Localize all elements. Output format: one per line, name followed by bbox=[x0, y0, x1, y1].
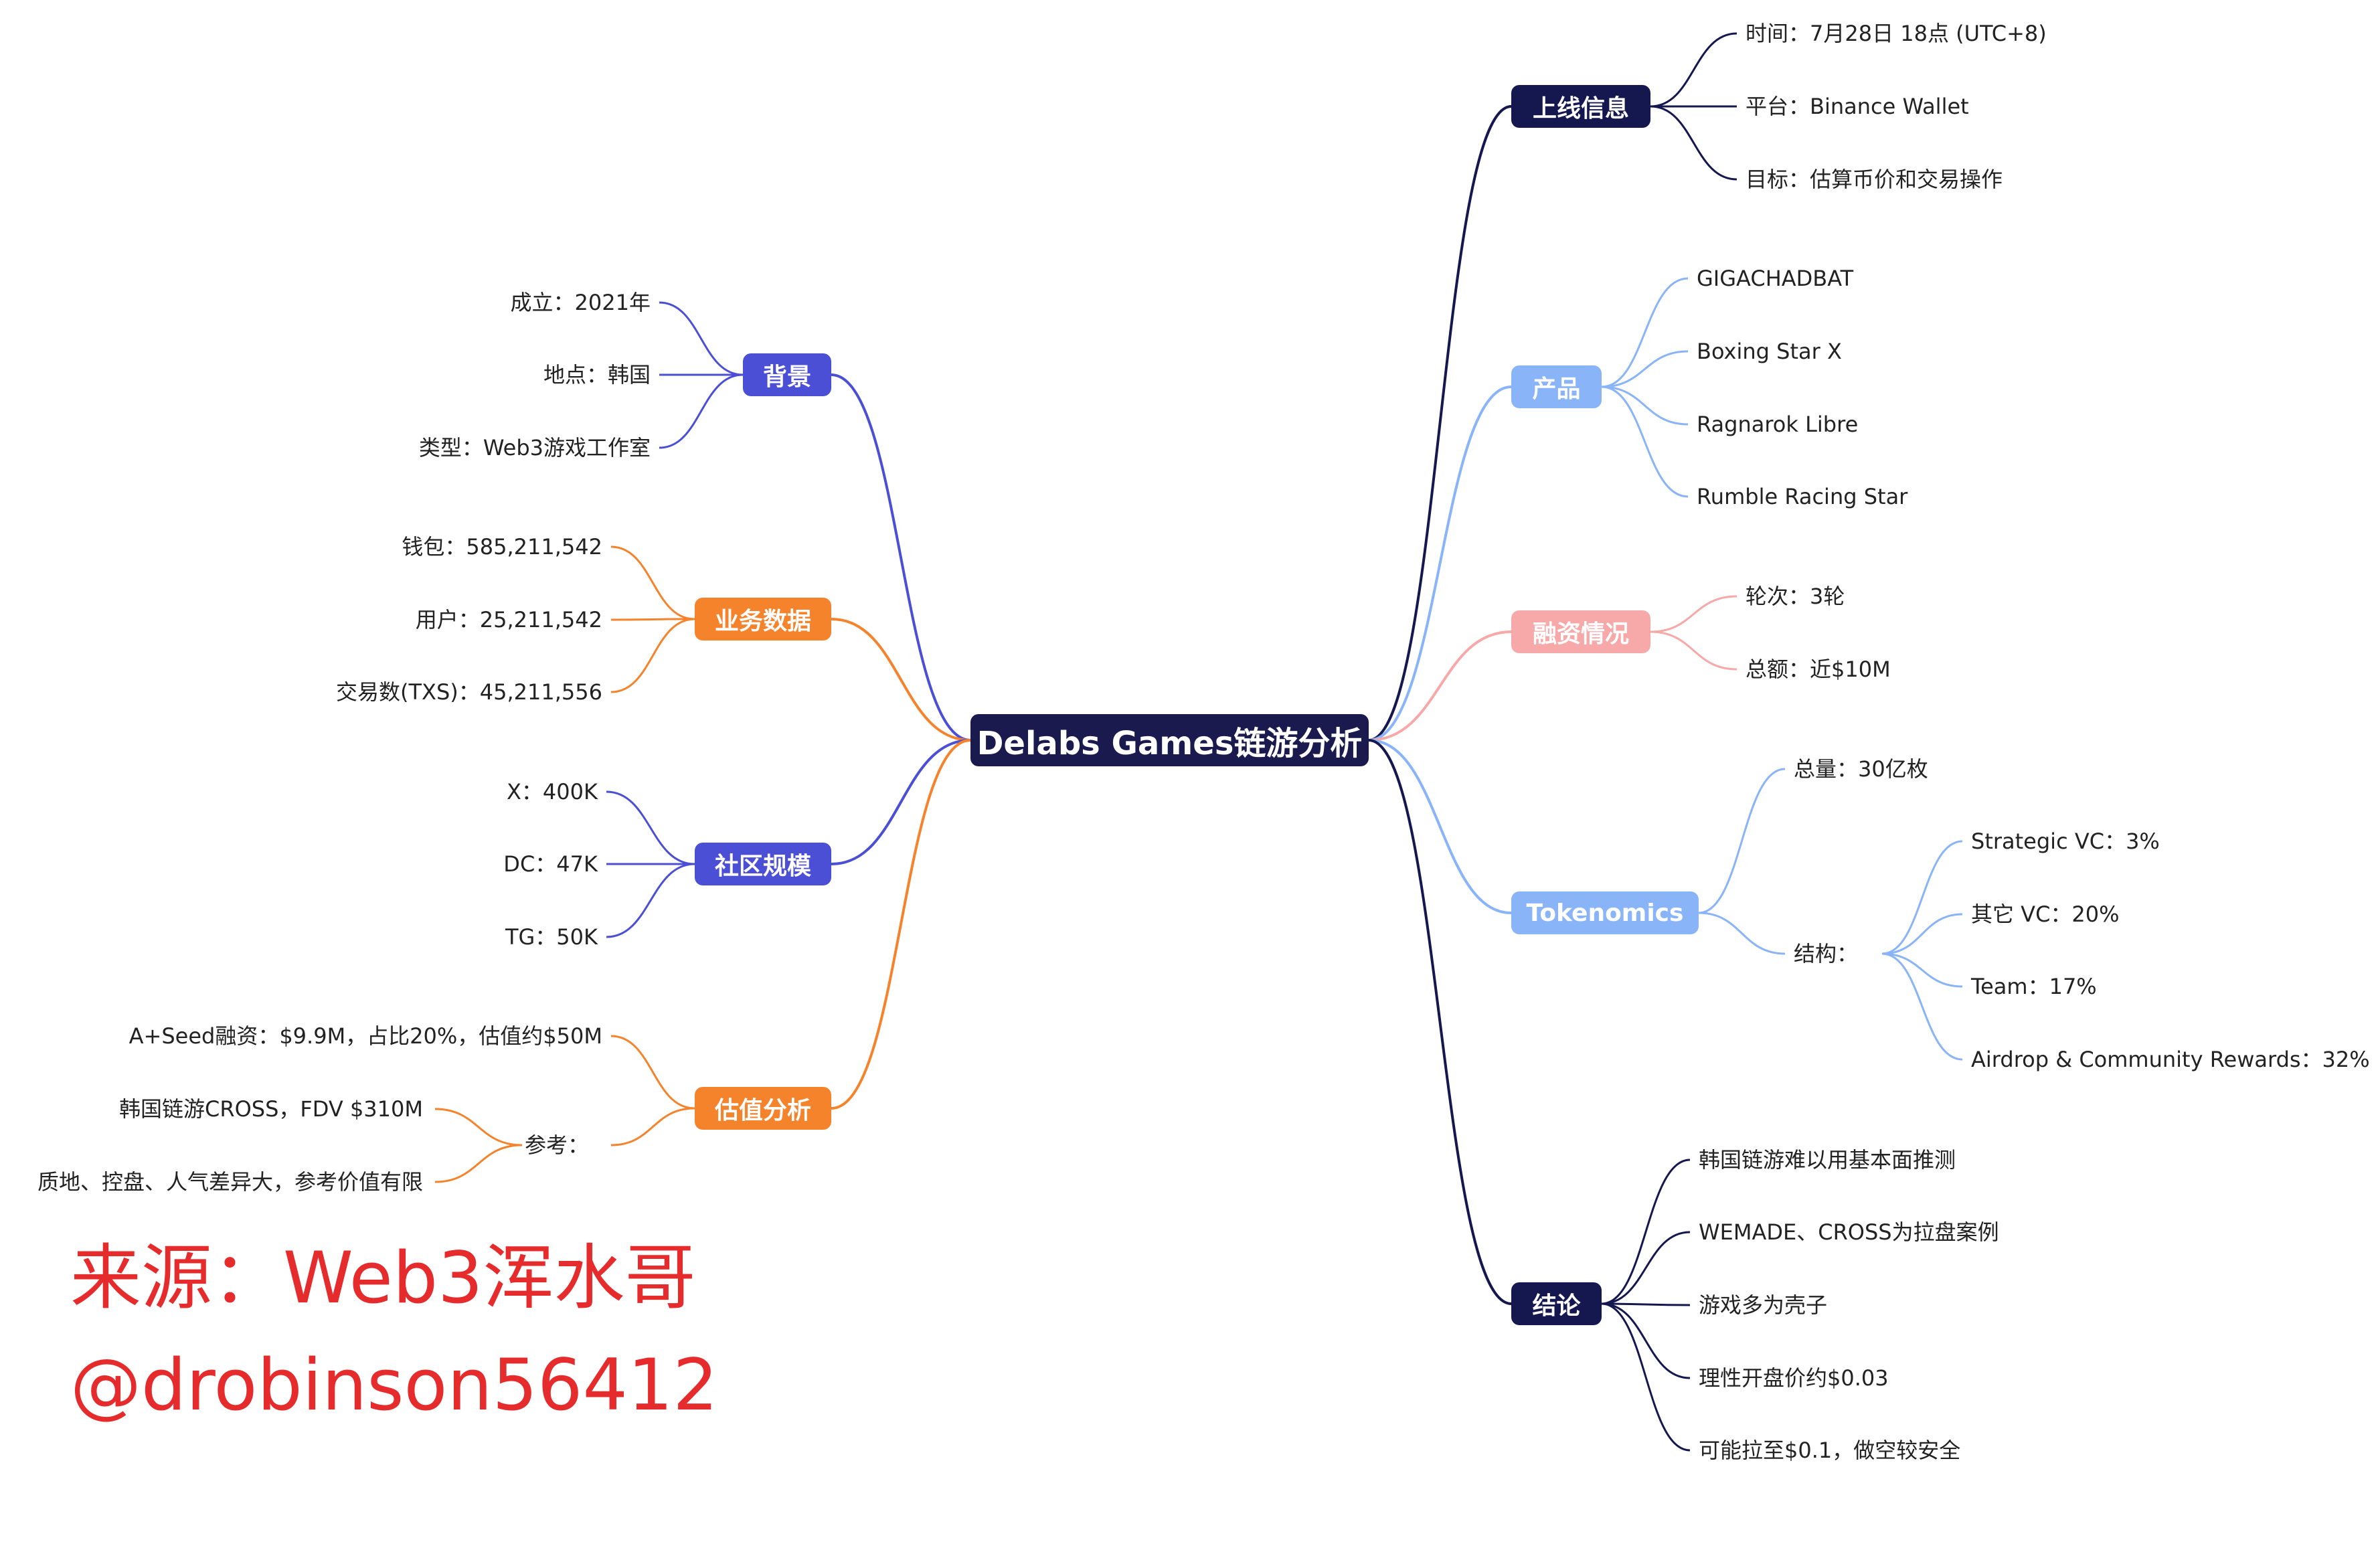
watermark-handle: @drobinson56412 bbox=[70, 1344, 718, 1426]
connector-products-1 bbox=[1601, 350, 1689, 388]
branch-community[interactable]: 社区规模 bbox=[695, 843, 831, 885]
leaf-product-rumble: Rumble Racing Star bbox=[1697, 484, 1908, 509]
connector-valuation-1 bbox=[610, 1107, 695, 1146]
connector-background-0 bbox=[659, 301, 744, 376]
connector-products-2 bbox=[1601, 386, 1689, 426]
connector-funding-0 bbox=[1650, 595, 1737, 633]
connector-background-2 bbox=[659, 373, 744, 449]
connector-products-0 bbox=[1601, 277, 1689, 388]
connector-root-community bbox=[831, 739, 971, 865]
branch-funding[interactable]: 融资情况 bbox=[1511, 610, 1650, 653]
root-node[interactable]: Delabs Games链游分析 bbox=[970, 714, 1369, 766]
leaf-background-founded: 成立：2021年 bbox=[510, 290, 651, 315]
connector-launch-0 bbox=[1650, 32, 1737, 108]
leaf-launch-goal: 目标：估算币价和交易操作 bbox=[1746, 167, 2003, 192]
connector-business-1 bbox=[610, 618, 695, 621]
connector-reference-1 bbox=[434, 1144, 523, 1183]
branch-valuation[interactable]: 估值分析 bbox=[695, 1087, 831, 1130]
connector-products-3 bbox=[1601, 386, 1689, 498]
connector-tokenomics-1 bbox=[1698, 912, 1786, 955]
connector-conclusion-1 bbox=[1601, 1231, 1691, 1305]
connector-root-launch bbox=[1368, 105, 1512, 742]
leaf-background-location: 地点：韩国 bbox=[543, 362, 651, 388]
leaf-token-structure: 结构： bbox=[1794, 941, 1859, 966]
leaf-conclusion-1: 韩国链游难以用基本面推测 bbox=[1699, 1147, 1956, 1173]
branch-tokenomics[interactable]: Tokenomics bbox=[1511, 891, 1699, 934]
leaf-launch-time: 时间：7月28日 18点 (UTC+8) bbox=[1746, 21, 2047, 46]
leaf-conclusion-3: 游戏多为壳子 bbox=[1699, 1292, 1828, 1318]
leaf-product-boxing-star: Boxing Star X bbox=[1697, 339, 1842, 364]
connector-funding-1 bbox=[1650, 630, 1737, 671]
leaf-token-team: Team：17% bbox=[1971, 974, 2097, 999]
connector-conclusion-4 bbox=[1601, 1302, 1691, 1452]
connector-launch-2 bbox=[1650, 105, 1737, 181]
leaf-funding-total: 总额：近$10M bbox=[1746, 657, 1891, 682]
leaf-community-dc: DC：47K bbox=[503, 851, 598, 877]
branch-background[interactable]: 背景 bbox=[743, 353, 831, 396]
leaf-token-supply: 总量：30亿枚 bbox=[1794, 756, 1928, 782]
leaf-conclusion-4: 理性开盘价约$0.03 bbox=[1699, 1365, 1889, 1391]
leaf-token-airdrop: Airdrop & Community Rewards：32% bbox=[1971, 1047, 2370, 1072]
leaf-business-txs: 交易数(TXS)：45,211,556 bbox=[336, 679, 602, 705]
connector-root-valuation bbox=[831, 739, 971, 1110]
connector-reference-0 bbox=[434, 1108, 523, 1146]
connector-conclusion-2 bbox=[1601, 1302, 1691, 1306]
leaf-valuation-diff: 质地、控盘、人气差异大，参考价值有限 bbox=[37, 1169, 423, 1195]
connector-valuation-0 bbox=[610, 1035, 695, 1110]
leaf-token-other-vc: 其它 VC：20% bbox=[1971, 902, 2120, 927]
connector-conclusion-3 bbox=[1601, 1302, 1691, 1379]
leaf-community-x: X：400K bbox=[507, 779, 598, 804]
leaf-product-gigachadbat: GIGACHADBAT bbox=[1697, 266, 1854, 291]
connector-structure-1 bbox=[1881, 913, 1963, 955]
leaf-conclusion-2: WEMADE、CROSS为拉盘案例 bbox=[1699, 1219, 1999, 1245]
connector-structure-2 bbox=[1881, 952, 1963, 988]
connector-community-2 bbox=[606, 863, 695, 938]
leaf-valuation-cross: 韩国链游CROSS，FDV $310M bbox=[119, 1096, 423, 1122]
branch-launch[interactable]: 上线信息 bbox=[1511, 85, 1650, 128]
connector-business-0 bbox=[610, 545, 695, 620]
leaf-valuation-reference: 参考： bbox=[524, 1132, 589, 1158]
leaf-conclusion-5: 可能拉至$0.1，做空较安全 bbox=[1699, 1438, 1961, 1463]
leaf-business-users: 用户：25,211,542 bbox=[415, 607, 602, 632]
connector-structure-0 bbox=[1881, 840, 1963, 955]
branch-conclusion[interactable]: 结论 bbox=[1511, 1282, 1602, 1325]
connector-root-products bbox=[1368, 386, 1512, 742]
connector-tokenomics-0 bbox=[1698, 768, 1786, 914]
leaf-funding-rounds: 轮次：3轮 bbox=[1746, 584, 1845, 609]
branch-products[interactable]: 产品 bbox=[1511, 365, 1602, 408]
connector-conclusion-0 bbox=[1601, 1159, 1691, 1305]
connector-structure-3 bbox=[1881, 952, 1963, 1061]
connector-root-funding bbox=[1368, 630, 1512, 742]
connector-root-conclusion bbox=[1368, 739, 1512, 1305]
leaf-launch-platform: 平台：Binance Wallet bbox=[1746, 94, 1969, 119]
branch-business[interactable]: 业务数据 bbox=[695, 598, 831, 640]
connector-root-tokenomics bbox=[1368, 739, 1512, 914]
leaf-product-ragnarok: Ragnarok Libre bbox=[1697, 412, 1859, 437]
leaf-token-strategic-vc: Strategic VC：3% bbox=[1971, 829, 2160, 854]
leaf-valuation-seed: A+Seed融资：$9.9M，占比20%，估值约$50M bbox=[129, 1023, 602, 1049]
leaf-community-tg: TG：50K bbox=[505, 924, 598, 950]
leaf-background-type: 类型：Web3游戏工作室 bbox=[418, 435, 651, 460]
connector-root-business bbox=[831, 618, 971, 742]
connector-root-background bbox=[831, 373, 971, 742]
watermark-source: 来源：Web3浑水哥 bbox=[70, 1237, 696, 1319]
connector-community-0 bbox=[606, 790, 695, 865]
leaf-business-wallets: 钱包：585,211,542 bbox=[402, 534, 602, 560]
connector-business-2 bbox=[610, 618, 695, 693]
